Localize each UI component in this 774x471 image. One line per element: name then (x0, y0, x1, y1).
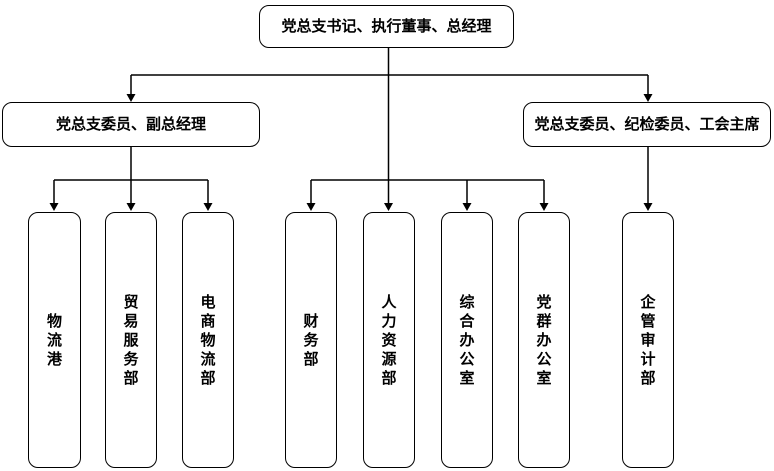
node-root-label: 党总支书记、执行董事、总经理 (281, 17, 492, 35)
node-label: 财务部 (303, 312, 319, 368)
node-dept-general-office[interactable]: 综合办公室 (441, 212, 493, 468)
node-label: 党群办公室 (536, 293, 552, 387)
node-union-chairman[interactable]: 党总支委员、纪检委员、工会主席 (523, 102, 771, 147)
node-label: 企管审计部 (640, 293, 656, 387)
node-label: 贸易服务部 (123, 293, 139, 387)
node-dept-trade-service[interactable]: 贸易服务部 (105, 212, 157, 468)
node-label: 党总支委员、纪检委员、工会主席 (534, 115, 760, 133)
node-dept-party-mass-office[interactable]: 党群办公室 (518, 212, 570, 468)
node-label: 综合办公室 (459, 293, 475, 387)
node-dept-ecommerce-logistics[interactable]: 电商物流部 (182, 212, 234, 468)
node-label: 人力资源部 (381, 293, 397, 387)
node-dept-human-resources[interactable]: 人力资源部 (363, 212, 415, 468)
node-label: 电商物流部 (200, 293, 216, 387)
node-label: 物流港 (46, 312, 62, 368)
node-deputy-general-manager[interactable]: 党总支委员、副总经理 (2, 102, 260, 147)
node-dept-audit[interactable]: 企管审计部 (622, 212, 674, 468)
node-label: 党总支委员、副总经理 (55, 115, 206, 133)
node-dept-finance[interactable]: 财务部 (285, 212, 337, 468)
node-dept-logistics-port[interactable]: 物流港 (28, 212, 81, 468)
node-root[interactable]: 党总支书记、执行董事、总经理 (259, 5, 514, 48)
